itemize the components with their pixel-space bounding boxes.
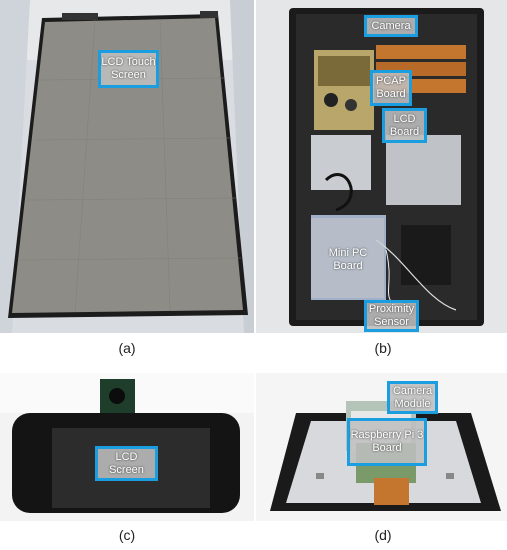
caption-d: (d) [374, 527, 392, 543]
proximity-sensor-label: Proximity Sensor [364, 300, 419, 332]
lcd-touch-screen-label: LCD Touch Screen [98, 50, 159, 88]
lcd-board-label: LCD Board [382, 108, 427, 143]
pcap-board-label: PCAP Board [370, 70, 412, 106]
camera-module-label: Camera Module [387, 381, 438, 414]
caption-b: (b) [374, 340, 392, 356]
lcd-screen-label: LCD Screen [95, 446, 158, 481]
panel-c-photo: LCD Screen [0, 373, 254, 521]
caption-c: (c) [118, 527, 136, 543]
panel-a-photo: LCD Touch Screen [0, 0, 254, 333]
mini-pc-board-label: Mini PC Board [328, 247, 368, 272]
camera-label: Camera [364, 15, 418, 37]
caption-a: (a) [118, 340, 136, 356]
raspberry-pi-board-label: Raspberry Pi 3 Board [347, 418, 427, 466]
mini-pc-board-region [311, 218, 384, 298]
panel-d-photo: Camera Module Raspberry Pi 3 Board [256, 373, 507, 521]
panel-b-photo: Camera PCAP Board LCD Board Mini PC Boar… [256, 0, 507, 333]
